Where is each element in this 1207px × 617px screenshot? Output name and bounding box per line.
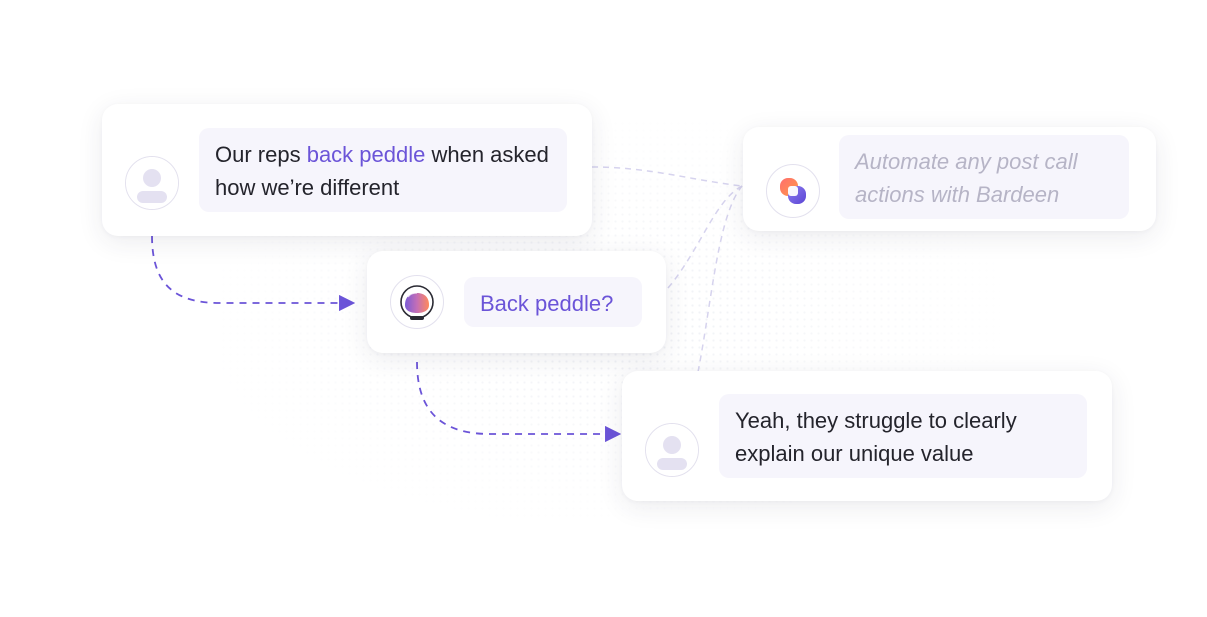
astronaut-helmet-icon xyxy=(390,275,444,329)
assistant-message-card: Back peddle? xyxy=(367,251,666,353)
message-highlight: back peddle xyxy=(306,142,426,167)
bardeen-logo-icon xyxy=(766,164,820,218)
bardeen-message-bubble: Automate any post call actions with Bard… xyxy=(839,135,1129,219)
connector-assistant-to-bardeen xyxy=(667,185,743,289)
user-avatar-icon xyxy=(125,156,179,210)
message-text-suffix: when asked how we’re different xyxy=(215,142,549,200)
message-text-prefix: Our reps xyxy=(215,142,307,167)
user-message-bubble-1: Our reps back peddle when asked how we’r… xyxy=(199,128,567,212)
user-message-card-2: Yeah, they struggle to clearly explain o… xyxy=(622,371,1112,501)
user-avatar-icon xyxy=(645,423,699,477)
bardeen-action-card: Automate any post call actions with Bard… xyxy=(743,127,1156,231)
assistant-message-bubble: Back peddle? xyxy=(464,277,642,327)
connector-user2-to-bardeen xyxy=(697,185,743,373)
connector-assistant-to-user2 xyxy=(416,361,622,443)
connector-user1-to-bardeen xyxy=(591,166,743,187)
user-message-card-1: Our reps back peddle when asked how we’r… xyxy=(102,104,592,236)
connector-user1-to-assistant xyxy=(151,235,356,312)
user-message-bubble-2: Yeah, they struggle to clearly explain o… xyxy=(719,394,1087,478)
